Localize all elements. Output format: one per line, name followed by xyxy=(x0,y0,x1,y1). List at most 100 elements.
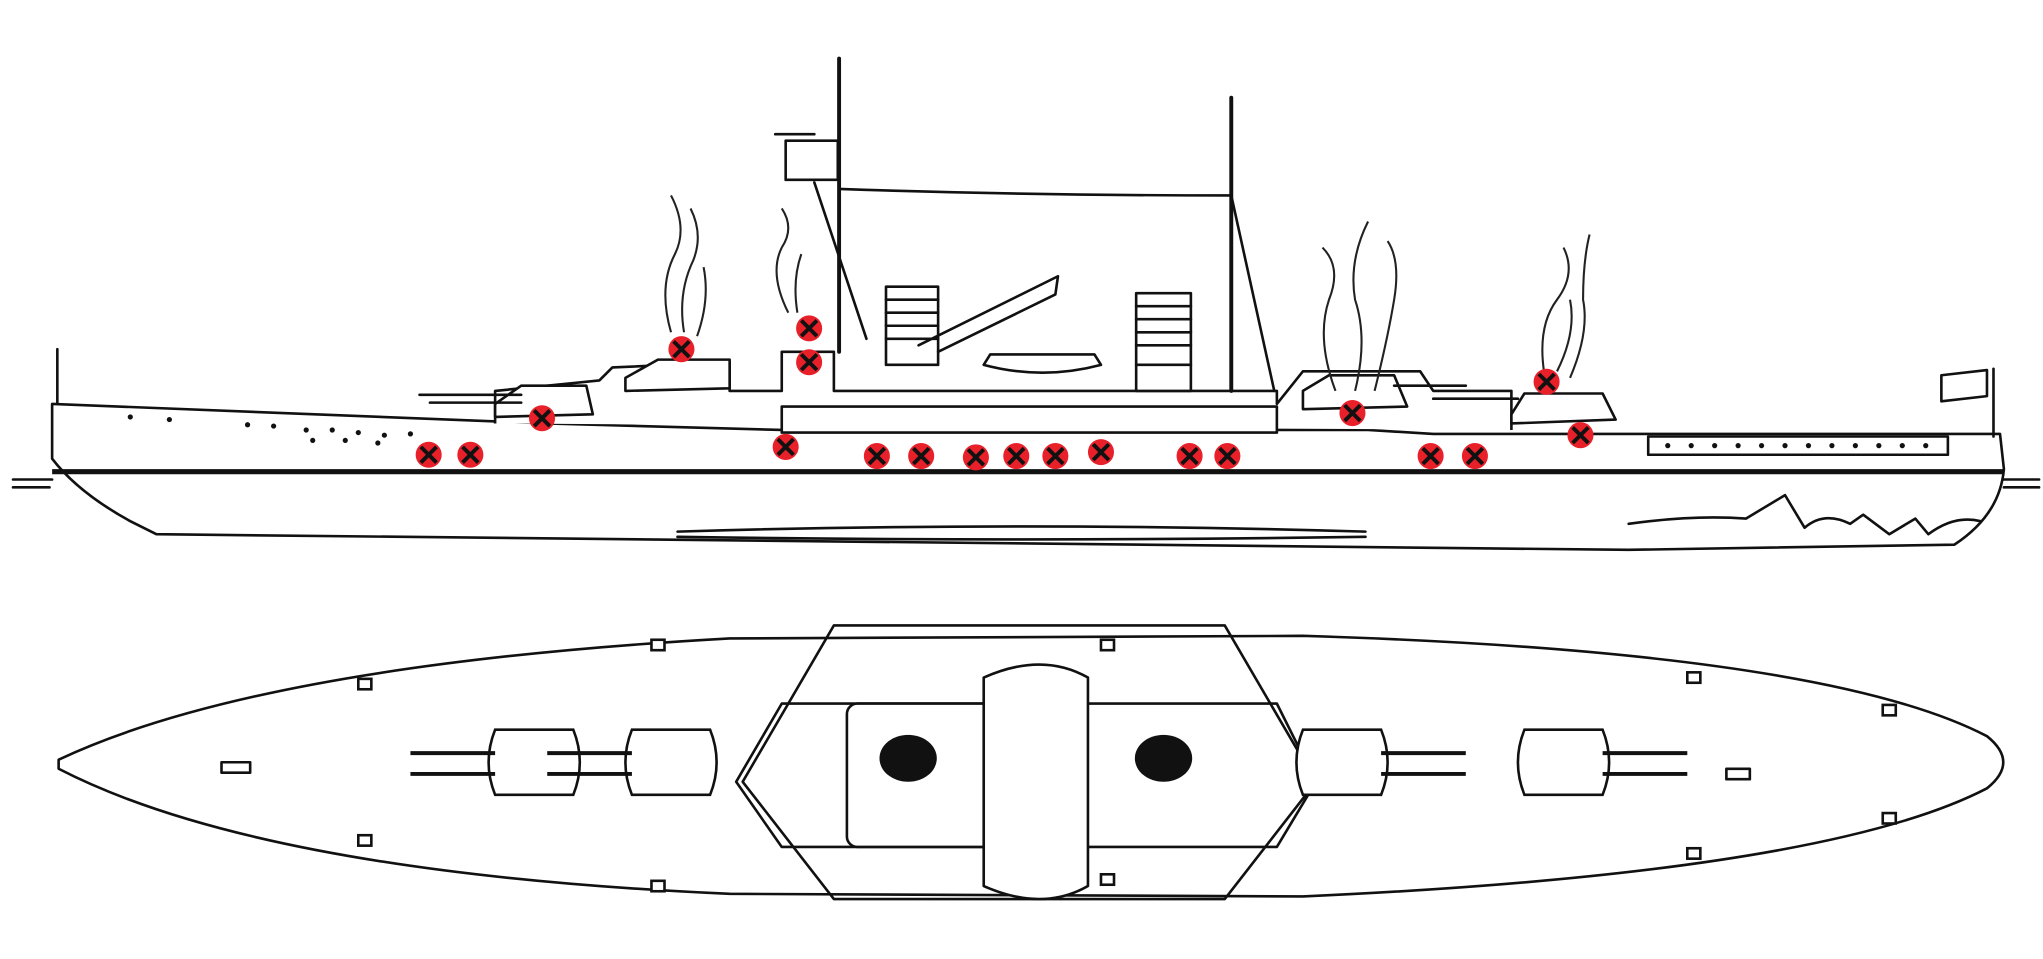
porthole xyxy=(1876,443,1882,449)
porthole xyxy=(375,440,381,446)
turret-plan xyxy=(410,728,582,797)
hit-cross xyxy=(1046,446,1065,466)
porthole xyxy=(271,423,277,429)
hit-marker xyxy=(1417,443,1444,470)
turret-plan xyxy=(547,728,718,797)
turret-b-side xyxy=(624,358,731,393)
porthole xyxy=(329,427,335,433)
hit-cross xyxy=(799,319,819,338)
hit-cross xyxy=(461,445,480,464)
hit-markers xyxy=(415,315,1594,471)
porthole xyxy=(1665,443,1671,449)
bollard xyxy=(650,638,666,652)
porthole xyxy=(1805,443,1812,449)
bollard xyxy=(1881,703,1898,717)
hit-cross xyxy=(1180,446,1199,466)
bollard xyxy=(1685,671,1702,685)
porthole xyxy=(1735,443,1741,449)
turret-y-side xyxy=(1510,392,1617,425)
hit-marker xyxy=(962,444,989,471)
hit-marker xyxy=(1339,400,1366,427)
turret-plan xyxy=(1516,728,1688,797)
top-plan-view xyxy=(57,624,2005,901)
porthole xyxy=(381,432,387,438)
turret-plan xyxy=(1295,728,1466,797)
bollard xyxy=(1685,846,1702,860)
hit-marker xyxy=(863,443,890,470)
turret-roof xyxy=(487,728,582,797)
forward-funnel xyxy=(884,285,940,367)
bollard xyxy=(1881,811,1898,825)
portholes xyxy=(127,414,1929,449)
fire-control-top xyxy=(784,139,840,182)
hit-marker xyxy=(457,441,484,468)
hit-marker xyxy=(796,349,823,376)
casemate-deck xyxy=(780,405,1279,434)
quarterdeck-rail xyxy=(1646,435,1950,457)
stern-damage-debris xyxy=(1627,493,1982,536)
turret-roof xyxy=(1516,728,1611,797)
porthole xyxy=(303,427,309,433)
porthole xyxy=(1688,443,1694,449)
porthole xyxy=(244,422,251,428)
hit-cross xyxy=(672,340,691,359)
aft-stay xyxy=(1229,194,1276,393)
hit-cross xyxy=(799,353,819,372)
aerial-wire xyxy=(837,187,1233,197)
bollard xyxy=(650,879,666,893)
porthole xyxy=(166,416,172,423)
hit-marker xyxy=(1533,368,1560,395)
turret-roof xyxy=(1295,728,1389,797)
hit-marker xyxy=(1214,443,1241,470)
boat-deck xyxy=(982,663,1090,901)
deck-fitting xyxy=(1725,767,1752,781)
hit-cross xyxy=(1421,446,1440,466)
hit-marker xyxy=(1042,443,1069,470)
hit-cross xyxy=(1091,442,1111,462)
hull xyxy=(50,402,2006,552)
hit-cross xyxy=(532,409,552,428)
turrets-plan xyxy=(410,728,1688,797)
hit-marker xyxy=(1567,422,1594,449)
hit-cross xyxy=(776,437,795,457)
turret-roof xyxy=(624,728,718,797)
hit-cross xyxy=(419,445,438,464)
aft-funnel xyxy=(1134,291,1193,393)
aft-funnel-plan xyxy=(1134,734,1193,782)
hit-cross xyxy=(1343,403,1362,423)
smoke-plumes xyxy=(664,194,1591,392)
hit-marker xyxy=(1087,439,1115,466)
hit-marker xyxy=(796,315,823,342)
bollard xyxy=(357,833,373,847)
boat-crane xyxy=(917,274,1060,354)
hit-cross xyxy=(911,446,931,466)
hit-cross xyxy=(1218,446,1237,466)
hit-cross xyxy=(867,446,887,466)
porthole xyxy=(355,429,361,436)
hit-marker xyxy=(668,336,695,363)
ships-boat xyxy=(982,353,1103,374)
hit-cross xyxy=(1465,446,1485,466)
hit-cross xyxy=(1007,446,1026,466)
porthole xyxy=(407,431,414,437)
porthole xyxy=(1829,443,1835,449)
porthole xyxy=(1852,443,1858,449)
hit-marker xyxy=(528,405,556,432)
deck-fitting xyxy=(220,760,252,774)
porthole xyxy=(1758,443,1765,449)
forward-funnel-plan xyxy=(879,734,937,782)
hit-cross xyxy=(1571,425,1590,445)
porthole xyxy=(1923,443,1929,449)
turret-x-side xyxy=(1301,373,1409,411)
hit-cross xyxy=(966,448,986,467)
porthole xyxy=(1782,443,1788,449)
porthole xyxy=(342,437,348,444)
porthole xyxy=(1712,443,1718,449)
hit-marker xyxy=(908,443,935,470)
hit-marker xyxy=(1003,443,1030,470)
porthole xyxy=(1899,443,1905,449)
hit-marker xyxy=(415,441,442,468)
bollards xyxy=(357,638,1898,893)
bollard xyxy=(357,677,373,691)
porthole xyxy=(127,414,133,420)
